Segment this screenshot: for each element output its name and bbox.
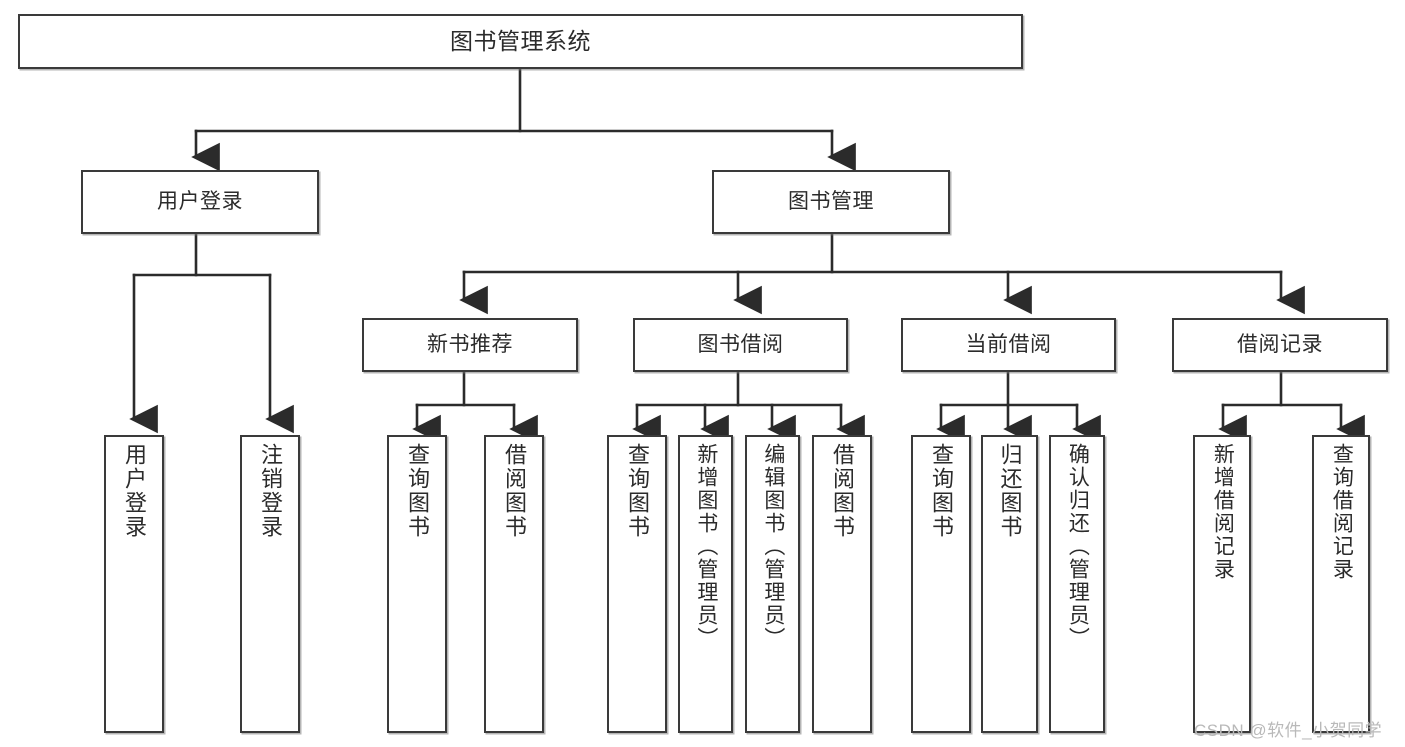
node-root-system[interactable]: 图书管理系统	[18, 14, 1023, 69]
node-label: 用户登录	[121, 443, 147, 539]
leaf-current-borrow-return-book[interactable]: 归还图书	[981, 435, 1038, 733]
node-current-borrow[interactable]: 当前借阅	[901, 318, 1116, 372]
node-user-login[interactable]: 用户登录	[81, 170, 319, 234]
leaf-borrow-record-add-record[interactable]: 新增借阅记录	[1193, 435, 1251, 733]
leaf-current-borrow-query-book[interactable]: 查询图书	[911, 435, 971, 733]
node-label: 新书推荐	[427, 333, 513, 357]
leaf-book-borrow-add-book[interactable]: 新增图书（管理员）	[678, 435, 733, 733]
node-label: 查询图书	[928, 443, 954, 539]
node-label: 新增借阅记录	[1211, 443, 1235, 581]
leaf-new-book-borrow-book[interactable]: 借阅图书	[484, 435, 544, 733]
leaf-user-login-logout[interactable]: 注销登录	[240, 435, 300, 733]
node-label: 图书管理	[788, 190, 874, 214]
node-borrow-record[interactable]: 借阅记录	[1172, 318, 1388, 372]
node-label: 新增图书（管理员）	[694, 443, 718, 650]
node-label: 图书借阅	[697, 333, 784, 357]
node-label: 编辑图书（管理员）	[761, 443, 785, 650]
node-label: 查询图书	[624, 443, 650, 539]
leaf-book-borrow-borrow-book[interactable]: 借阅图书	[812, 435, 872, 733]
leaf-book-borrow-query-book[interactable]: 查询图书	[607, 435, 667, 733]
node-book-borrow[interactable]: 图书借阅	[633, 318, 848, 372]
leaf-book-borrow-edit-book[interactable]: 编辑图书（管理员）	[745, 435, 800, 733]
node-label: 借阅图书	[501, 443, 527, 539]
node-label: 查询借阅记录	[1330, 443, 1354, 581]
node-book-management[interactable]: 图书管理	[712, 170, 950, 234]
leaf-current-borrow-confirm-return[interactable]: 确认归还（管理员）	[1049, 435, 1105, 733]
node-label: 图书管理系统	[450, 27, 591, 54]
node-label: 注销登录	[257, 443, 283, 539]
csdn-watermark: CSDN @软件_小贺同学	[1194, 721, 1383, 740]
node-new-book-recommend[interactable]: 新书推荐	[362, 318, 578, 372]
leaf-new-book-query-book[interactable]: 查询图书	[387, 435, 447, 733]
leaf-user-login-login[interactable]: 用户登录	[104, 435, 164, 733]
node-label: 用户登录	[157, 190, 243, 214]
node-label: 查询图书	[404, 443, 430, 539]
node-label: 确认归还（管理员）	[1066, 443, 1090, 650]
node-label: 借阅记录	[1237, 333, 1323, 357]
node-label: 借阅图书	[829, 443, 855, 539]
node-label: 归还图书	[997, 443, 1023, 539]
node-label: 当前借阅	[965, 333, 1052, 357]
leaf-borrow-record-query-record[interactable]: 查询借阅记录	[1312, 435, 1370, 733]
